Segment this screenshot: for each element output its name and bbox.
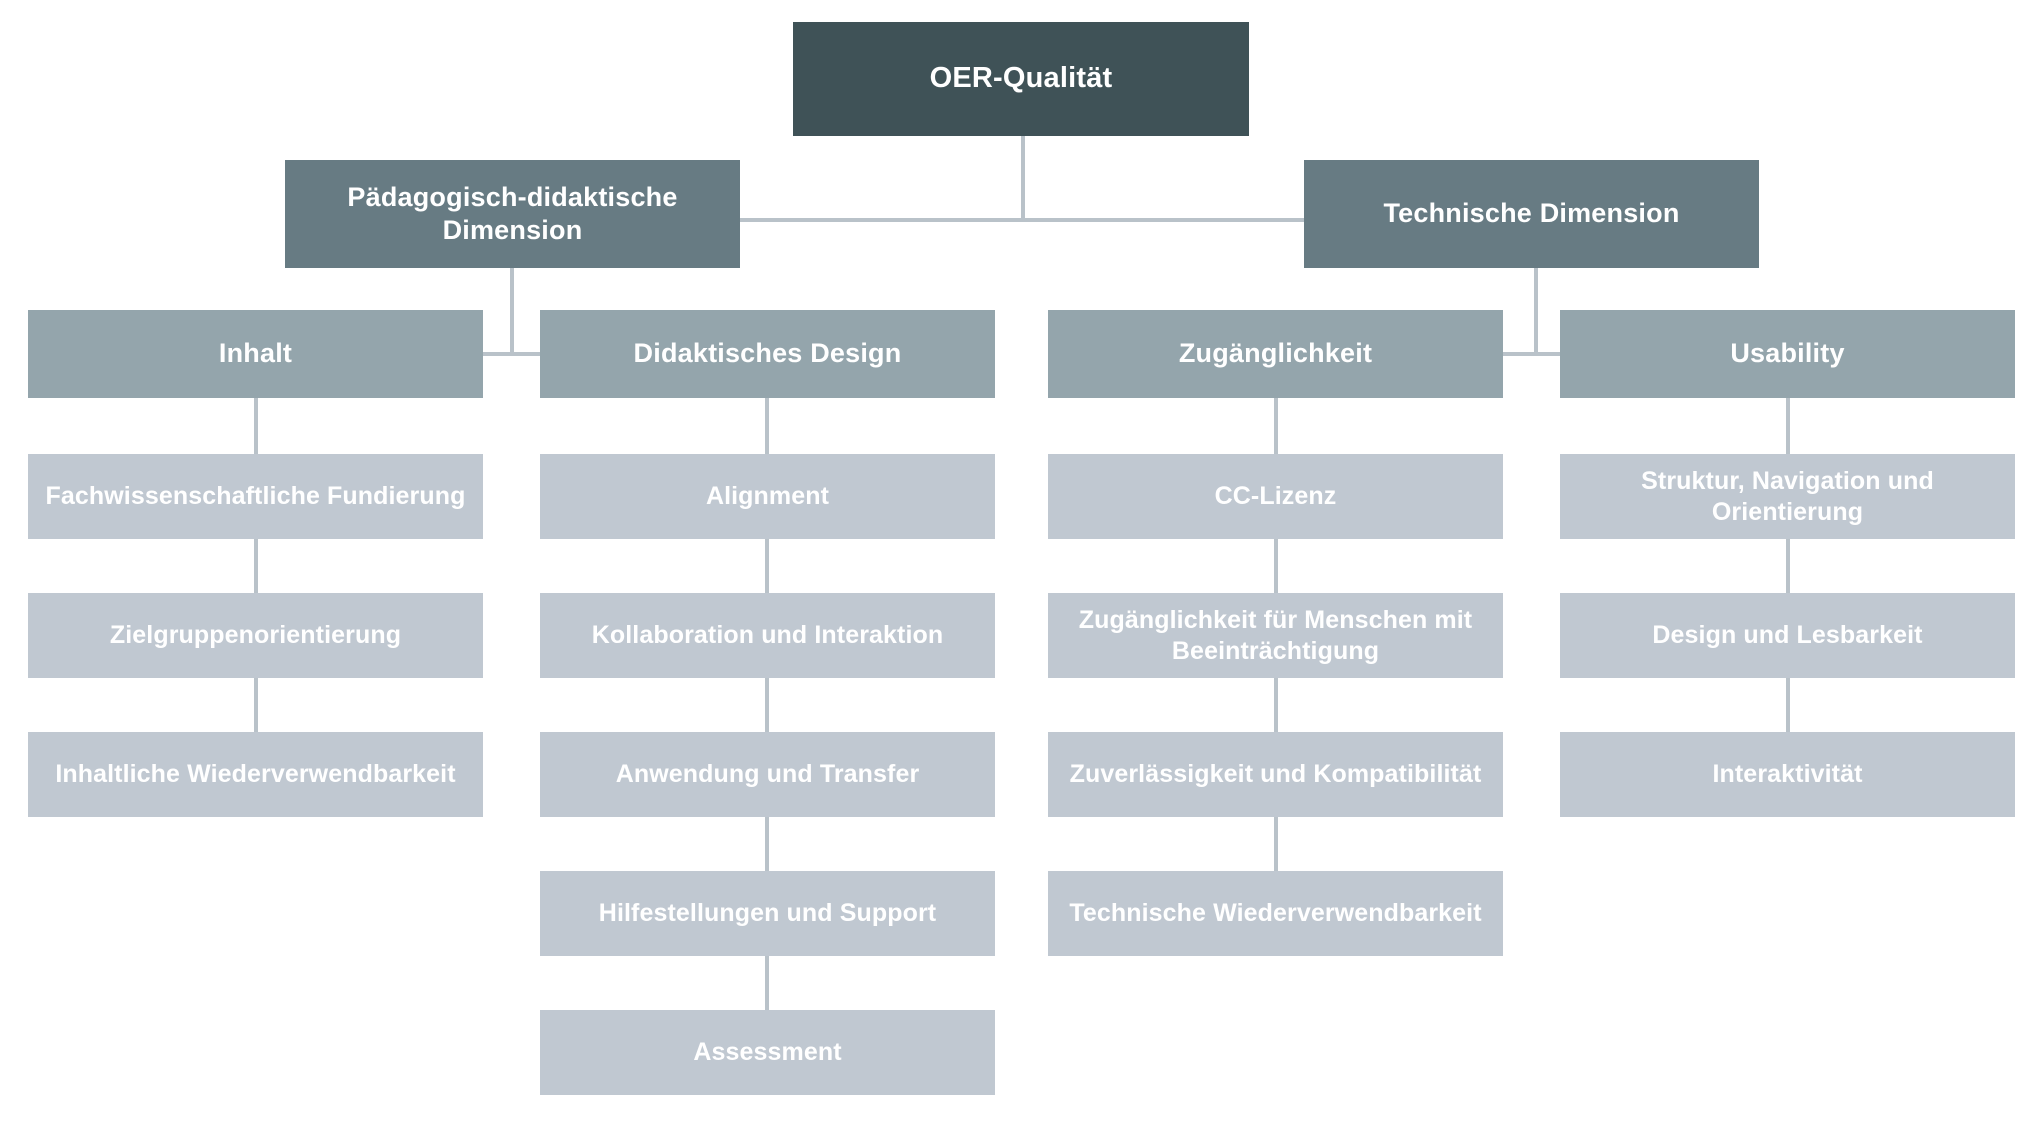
connector-col4-stem-3 [1786, 676, 1790, 734]
node-criterion-cc-lizenz[interactable]: CC-Lizenz [1048, 454, 1503, 539]
connector-col3-stem-4 [1274, 815, 1278, 873]
node-label: Didaktisches Design [633, 338, 902, 369]
node-label: Zugänglichkeit für Menschen mit Beeinträ… [1078, 605, 1473, 665]
node-criterion-zugaenglichkeit-fuer-menschen-mit-beeintraechtigung[interactable]: Zugänglichkeit für Menschen mit Beeinträ… [1048, 593, 1503, 678]
node-category-zugaenglichkeit[interactable]: Zugänglichkeit [1048, 310, 1503, 398]
node-criterion-fachwissenschaftliche-fundierung[interactable]: Fachwissenschaftliche Fundierung [28, 454, 483, 539]
node-root-oer-qualitaet[interactable]: OER-Qualität [793, 22, 1249, 136]
node-category-inhalt[interactable]: Inhalt [28, 310, 483, 398]
node-criterion-zuverlaessigkeit-und-kompatibilitaet[interactable]: Zuverlässigkeit und Kompatibilität [1048, 732, 1503, 817]
node-label: OER-Qualität [929, 62, 1113, 95]
node-label: CC-Lizenz [1214, 482, 1337, 510]
connector-left-category-bus [370, 352, 652, 356]
node-criterion-assessment[interactable]: Assessment [540, 1010, 995, 1095]
node-label: Fachwissenschaftliche Fundierung [45, 482, 466, 510]
node-label: Alignment [705, 482, 830, 510]
node-label: Anwendung und Transfer [615, 760, 920, 788]
connector-col2-stem-4 [765, 815, 769, 873]
node-category-didaktisches-design[interactable]: Didaktisches Design [540, 310, 995, 398]
node-label: Pädagogisch-didaktische Dimension [347, 181, 678, 245]
node-label: Kollaboration und Interaktion [591, 621, 944, 649]
connector-col2-stem-1 [765, 398, 769, 456]
node-criterion-inhaltliche-wiederverwendbarkeit[interactable]: Inhaltliche Wiederverwendbarkeit [28, 732, 483, 817]
connector-root-stem [1021, 136, 1025, 220]
node-label: Inhaltliche Wiederverwendbarkeit [55, 760, 456, 788]
node-category-usability[interactable]: Usability [1560, 310, 2015, 398]
connector-col4-stem-2 [1786, 537, 1790, 595]
node-label: Zuverlässigkeit und Kompatibilität [1069, 760, 1482, 788]
connector-col3-stem-3 [1274, 676, 1278, 734]
connector-right-category-bus [1393, 352, 1675, 356]
node-criterion-kollaboration-und-interaktion[interactable]: Kollaboration und Interaktion [540, 593, 995, 678]
connector-col2-stem-3 [765, 676, 769, 734]
node-dimension-paedagogisch-didaktisch[interactable]: Pädagogisch-didaktische Dimension [285, 160, 740, 268]
node-label: Design und Lesbarkeit [1652, 621, 1923, 649]
node-label: Zugänglichkeit [1178, 338, 1373, 369]
node-criterion-design-und-lesbarkeit[interactable]: Design und Lesbarkeit [1560, 593, 2015, 678]
connector-col3-stem-2 [1274, 537, 1278, 595]
node-criterion-struktur-navigation-und-orientierung[interactable]: Struktur, Navigation und Orientierung [1560, 454, 2015, 539]
node-criterion-alignment[interactable]: Alignment [540, 454, 995, 539]
connector-left-dimension-stem [510, 268, 514, 354]
connector-right-dimension-stem [1534, 268, 1538, 354]
node-label: Zielgruppenorientierung [109, 621, 402, 649]
node-criterion-anwendung-und-transfer[interactable]: Anwendung und Transfer [540, 732, 995, 817]
connector-col1-stem-2 [254, 537, 258, 595]
node-dimension-technisch[interactable]: Technische Dimension [1304, 160, 1759, 268]
connector-col2-stem-5 [765, 954, 769, 1012]
connector-dimension-bus [739, 218, 1305, 222]
connector-col1-stem-1 [254, 398, 258, 456]
connector-col2-stem-2 [765, 537, 769, 595]
connector-col3-stem-1 [1274, 398, 1278, 456]
node-label: Hilfestellungen und Support [598, 899, 937, 927]
node-label: Inhalt [218, 338, 293, 369]
node-criterion-hilfestellungen-und-support[interactable]: Hilfestellungen und Support [540, 871, 995, 956]
node-label: Usability [1730, 338, 1845, 369]
connector-col4-stem-1 [1786, 398, 1790, 456]
connector-col1-stem-3 [254, 676, 258, 734]
node-label: Assessment [693, 1038, 842, 1066]
node-label: Struktur, Navigation und Orientierung [1641, 466, 1934, 526]
node-label: Interaktivität [1712, 760, 1863, 788]
node-criterion-technische-wiederverwendbarkeit[interactable]: Technische Wiederverwendbarkeit [1048, 871, 1503, 956]
node-label: Technische Dimension [1383, 198, 1680, 229]
node-label: Technische Wiederverwendbarkeit [1069, 899, 1482, 927]
node-criterion-interaktivitaet[interactable]: Interaktivität [1560, 732, 2015, 817]
node-criterion-zielgruppenorientierung[interactable]: Zielgruppenorientierung [28, 593, 483, 678]
